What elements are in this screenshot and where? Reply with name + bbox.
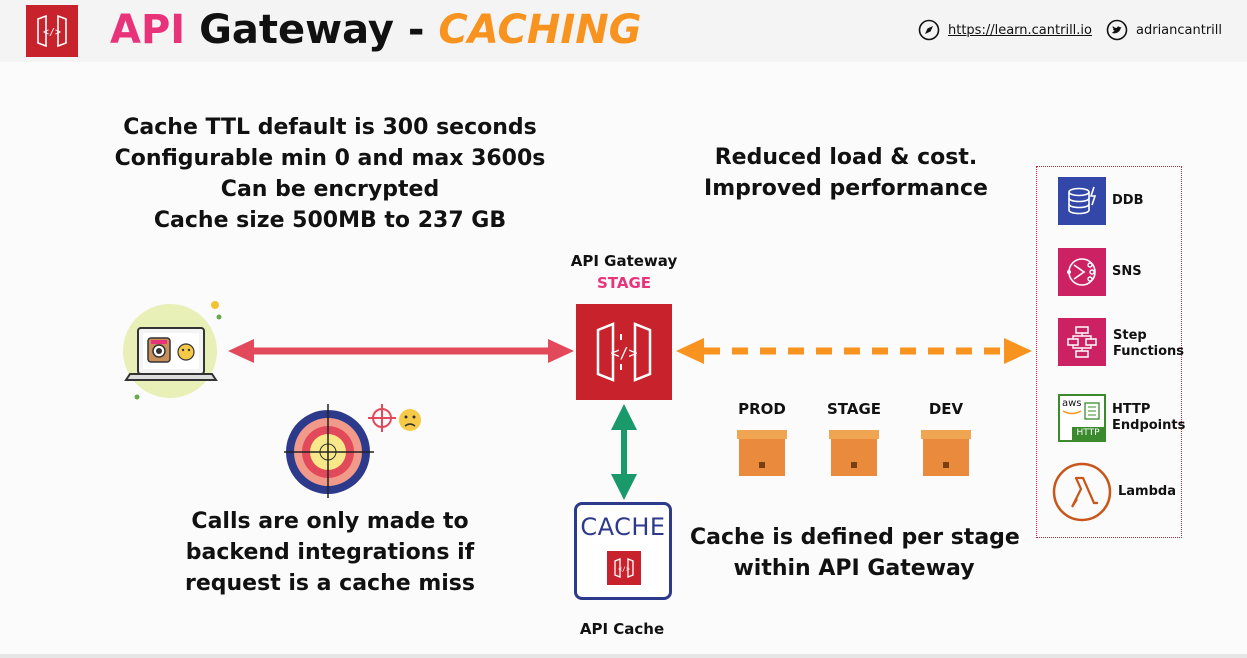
ddb-label: DDB: [1112, 193, 1144, 208]
compass-icon: [918, 19, 940, 41]
gateway-stage-label: STAGE: [596, 274, 652, 292]
facts-block: Cache TTL default is 300 seconds Configu…: [70, 112, 590, 236]
http-endpoints-icon[interactable]: aws HTTP: [1058, 394, 1106, 442]
svg-text:</>: </>: [618, 565, 630, 573]
miss-line3: request is a cache miss: [185, 571, 475, 596]
sns-icon[interactable]: [1058, 248, 1106, 296]
stage-stage-box-icon: [829, 430, 879, 476]
stage-stage-label: STAGE: [826, 400, 882, 418]
per-stage-line2: within API Gateway: [733, 556, 975, 581]
api-gateway-logo-icon: </>: [37, 14, 67, 48]
svg-text:</>: </>: [43, 27, 61, 38]
fact-encrypted: Can be encrypted: [220, 177, 440, 202]
client-laptop-icon: [123, 301, 222, 400]
site-link[interactable]: https://learn.cantrill.io: [948, 23, 1092, 38]
aws-smile-icon: [1062, 410, 1082, 415]
stage-prod-box-icon: [737, 430, 787, 476]
fact-ttl: Cache TTL default is 300 seconds: [123, 115, 537, 140]
per-stage-line1: Cache is defined per stage: [690, 525, 1020, 550]
cache-miss-note: Calls are only made to backend integrati…: [160, 506, 500, 599]
title-gateway: Gateway -: [185, 7, 439, 53]
api-gateway-logo: </>: [26, 5, 78, 57]
step-label-line1: Step: [1113, 328, 1147, 343]
http-label-line1: HTTP: [1112, 402, 1151, 417]
api-cache-node[interactable]: CACHE </>: [574, 502, 672, 600]
miss-line2: backend integrations if: [185, 540, 475, 565]
title-api: API: [110, 7, 186, 53]
header-bar: [0, 0, 1247, 62]
title-caching: CACHING: [438, 7, 642, 53]
gateway-label: API Gateway: [570, 252, 678, 270]
step-functions-label: Step Functions: [1113, 328, 1184, 360]
lambda-icon[interactable]: [1052, 462, 1112, 522]
backend-services-panel: [1036, 166, 1182, 538]
fact-configurable: Configurable min 0 and max 3600s: [114, 146, 546, 171]
bottom-strip: [0, 654, 1247, 658]
twitter-handle[interactable]: adriancantrill: [1136, 23, 1223, 38]
stage-prod-label: PROD: [738, 400, 786, 418]
step-label-line2: Functions: [1113, 344, 1185, 359]
gateway-services-arrow: [676, 338, 1032, 364]
dynamodb-icon[interactable]: [1058, 177, 1106, 225]
stage-dev-label: DEV: [928, 400, 964, 418]
step-functions-icon[interactable]: [1058, 318, 1106, 366]
benefit-performance: Improved performance: [704, 176, 988, 201]
client-gateway-arrow: [228, 339, 574, 363]
api-gateway-stage-node[interactable]: </>: [576, 304, 672, 400]
benefit-load-cost: Reduced load & cost.: [714, 145, 978, 170]
miss-line1: Calls are only made to: [191, 509, 469, 534]
cache-word: CACHE: [580, 513, 666, 541]
per-stage-block: Cache is defined per stage within API Ga…: [690, 522, 1020, 584]
http-label-line2: Endpoints: [1112, 418, 1186, 433]
http-badge: HTTP: [1072, 427, 1104, 440]
api-gateway-icon: </>: [596, 322, 652, 382]
cache-miss-target-icon: [284, 404, 421, 498]
gateway-cache-arrow: [611, 404, 637, 500]
twitter-icon: [1106, 19, 1128, 41]
benefits-block: Reduced load & cost. Improved performanc…: [660, 142, 1032, 204]
cache-gateway-icon: </>: [607, 551, 641, 585]
document-icon: [1084, 402, 1100, 420]
api-cache-label: API Cache: [579, 620, 665, 638]
fact-size: Cache size 500MB to 237 GB: [153, 208, 507, 233]
stage-dev-box-icon: [921, 430, 971, 476]
http-endpoints-label: HTTP Endpoints: [1112, 402, 1185, 434]
http-aws-text: aws: [1062, 398, 1082, 409]
page-title: API Gateway - CACHING: [110, 4, 642, 56]
sns-label: SNS: [1112, 264, 1142, 279]
svg-text:</>: </>: [610, 344, 637, 362]
lambda-label: Lambda: [1118, 484, 1176, 499]
